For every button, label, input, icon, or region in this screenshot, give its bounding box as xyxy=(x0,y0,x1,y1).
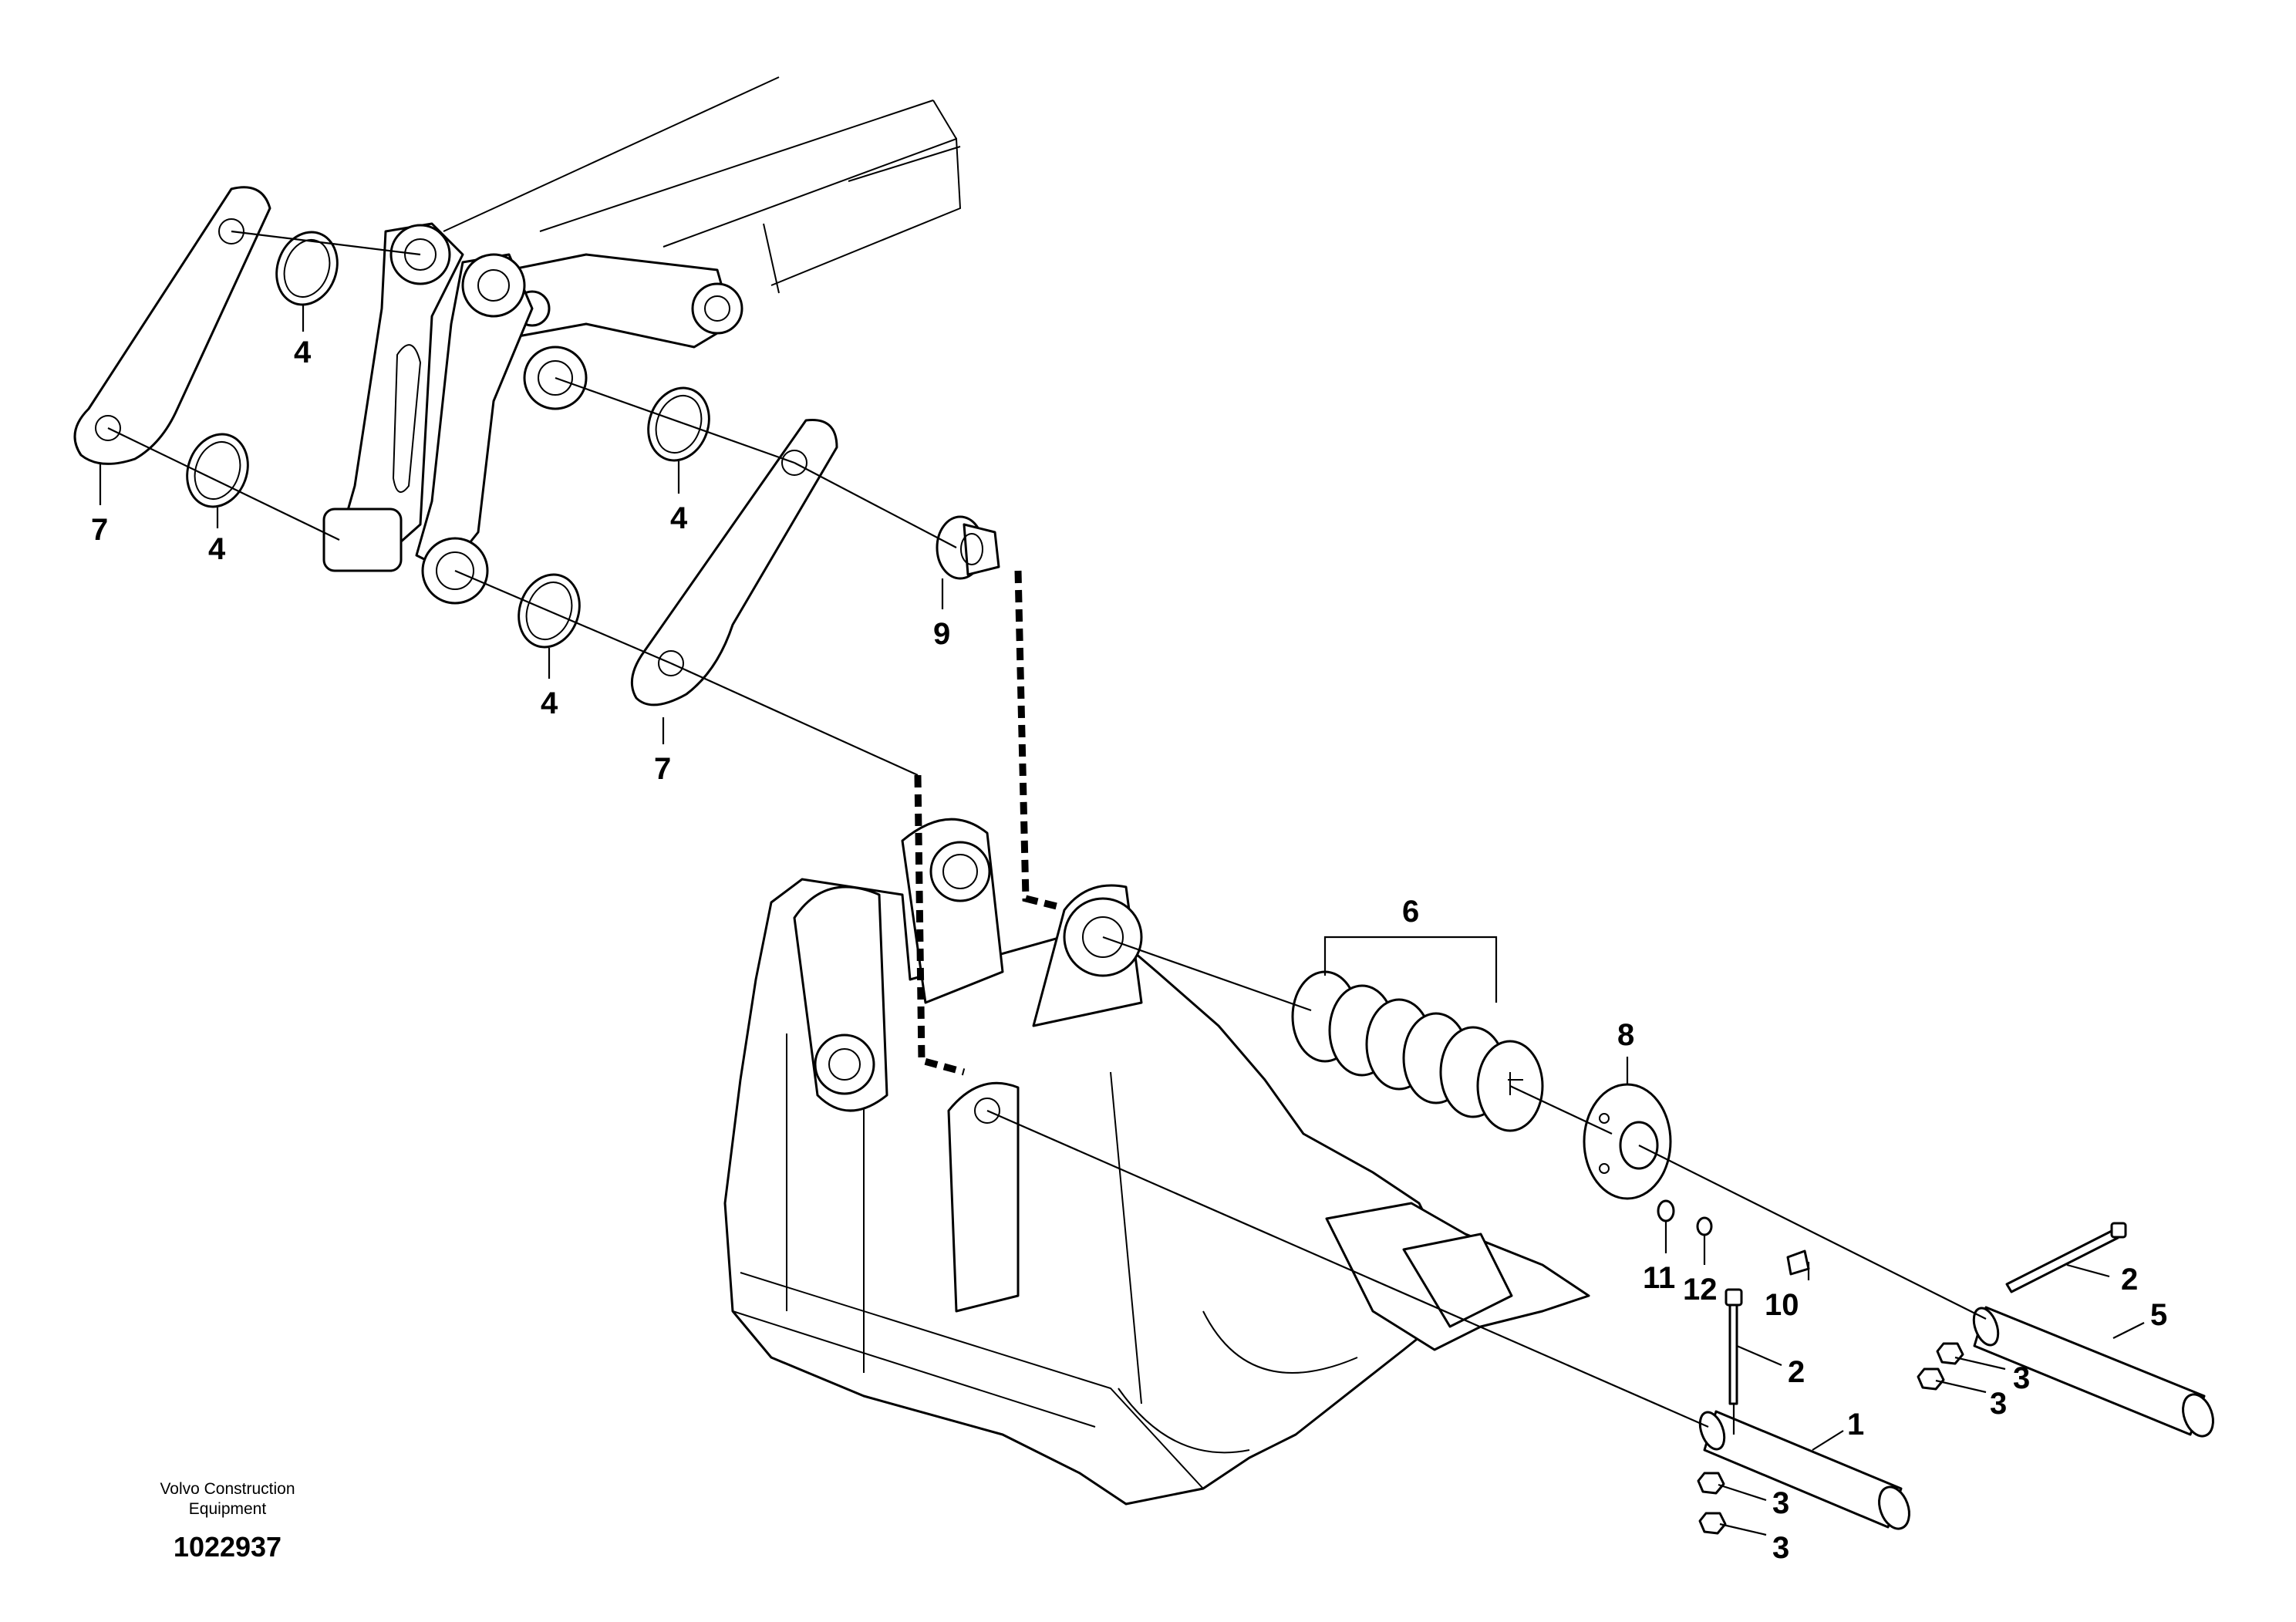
drawing-number: 1022937 xyxy=(174,1531,282,1563)
bushing-9 xyxy=(936,515,1000,580)
bucket xyxy=(723,818,1590,1506)
callout-8: 8 xyxy=(1617,1018,1634,1052)
callout-11: 11 xyxy=(1643,1261,1675,1295)
callout-2: 2 xyxy=(1788,1355,1805,1389)
small-hardware xyxy=(1657,1199,1810,1276)
callout-9: 9 xyxy=(933,617,950,651)
callout-7: 7 xyxy=(91,513,108,547)
company-name-line1: Volvo Construction xyxy=(160,1480,295,1498)
side-plate-lower-right xyxy=(630,418,838,706)
callout-12: 12 xyxy=(1683,1273,1718,1307)
side-plate-upper-left xyxy=(73,186,271,465)
leader-lines xyxy=(99,305,2145,1536)
callout-4: 4 xyxy=(541,686,558,720)
callout-1: 1 xyxy=(1847,1408,1864,1442)
callout-3: 3 xyxy=(1990,1387,2007,1421)
company-name-line2: Equipment xyxy=(189,1500,267,1518)
callout-10: 10 xyxy=(1765,1288,1799,1322)
callout-3: 3 xyxy=(2013,1361,2030,1395)
drawing-footer: Volvo Construction Equipment 1022937 xyxy=(160,1480,295,1563)
callout-3: 3 xyxy=(1772,1486,1789,1520)
callout-4: 4 xyxy=(294,336,312,369)
callout-4: 4 xyxy=(208,532,226,566)
callout-2: 2 xyxy=(2121,1263,2138,1297)
shim-stack-6 xyxy=(1291,970,1544,1132)
pins-and-bolts xyxy=(1697,1222,2214,1535)
callout-3: 3 xyxy=(1772,1531,1789,1565)
callout-labels: 4 4 4 4 7 7 9 6 8 11 12 10 2 2 5 1 3 3 3… xyxy=(91,336,2167,1565)
callout-5: 5 xyxy=(2150,1298,2167,1332)
retainer-plate-8 xyxy=(1583,1083,1672,1200)
link-assembly xyxy=(322,222,588,605)
alignment-dashes xyxy=(914,570,1058,1076)
callout-6: 6 xyxy=(1402,895,1419,929)
callout-4: 4 xyxy=(670,501,688,535)
callout-7: 7 xyxy=(654,752,671,786)
centerlines xyxy=(107,230,1987,1435)
